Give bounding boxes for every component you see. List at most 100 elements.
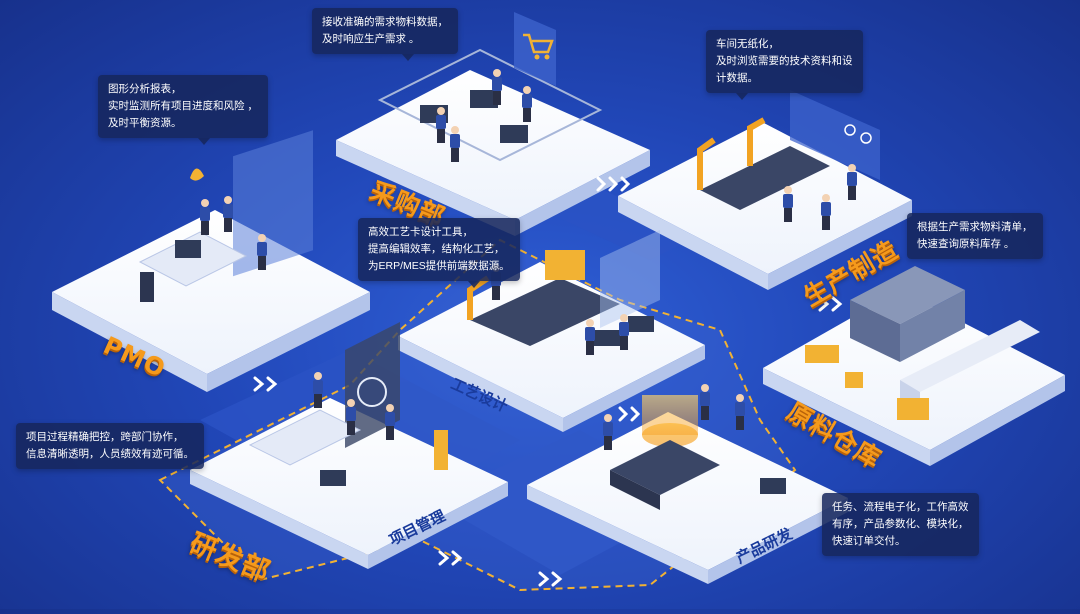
person-legs (386, 426, 394, 440)
callout-warehouse: 根据生产需求物料清单， 快速查询原料库存 。 (907, 213, 1043, 259)
callout-line: 快速订单交付。 (832, 535, 906, 547)
robot-arm-icon (467, 275, 490, 320)
person-head (620, 314, 628, 322)
person-legs (701, 406, 709, 420)
person-head (437, 107, 445, 115)
callout-pmo: 图形分析报表， 实时监测所有项目进度和风险 ， 及时平衡资源。 (98, 75, 268, 145)
person-body (700, 392, 710, 406)
person-body (313, 380, 323, 394)
shopping-cart-icon (514, 12, 556, 86)
person-body (585, 327, 595, 341)
person-head (224, 196, 232, 204)
person-legs (201, 221, 209, 235)
platform-warehouse (763, 290, 1065, 466)
platform-product-dev (527, 412, 848, 584)
monitor-icon (175, 240, 201, 258)
platform-production (618, 122, 912, 290)
person-body (619, 322, 629, 336)
person-head (784, 186, 792, 194)
person-legs (523, 108, 531, 122)
platform-process-design (398, 262, 705, 432)
callout-line: 及时浏览需要的技术资料和设 (716, 55, 853, 67)
callout-line: 高效工艺卡设计工具， (368, 226, 473, 238)
person-body (492, 77, 502, 91)
callout-line: 任务、流程电子化，工作高效 (832, 501, 969, 513)
person-body (450, 134, 460, 148)
person-head (822, 194, 830, 202)
person-legs (586, 341, 594, 355)
warehouse-props (805, 266, 1040, 420)
person-legs (784, 208, 792, 222)
product-dev-props (610, 395, 786, 510)
callout-purchasing: 接收准确的需求物料数据， 及时响应生产需求 。 (312, 8, 458, 61)
person-legs (493, 91, 501, 105)
person-legs (314, 394, 322, 408)
person-legs (224, 218, 232, 232)
callout-line: 为ERP/MES提供前端数据源。 (368, 260, 510, 272)
chevron-arrow-icon (253, 176, 843, 587)
person-head (848, 164, 856, 172)
purchasing-props (377, 12, 603, 162)
warehouse-icon (850, 266, 965, 362)
platform-purchasing (336, 70, 650, 236)
person-head (201, 199, 209, 207)
person-head (347, 399, 355, 407)
forklift-icon (845, 372, 863, 388)
person-body (847, 172, 857, 186)
person-legs (437, 129, 445, 143)
person-legs (492, 286, 500, 300)
person-legs (451, 148, 459, 162)
callout-production: 车间无纸化， 及时浏览需要的技术资料和设 计数据。 (706, 30, 863, 100)
person-head (523, 86, 531, 94)
pmo-props (138, 130, 313, 302)
truck-icon (897, 320, 1040, 420)
callout-line: 车间无纸化， (716, 38, 779, 50)
person-body (223, 204, 233, 218)
person-icon (200, 69, 857, 450)
person-body (346, 407, 356, 421)
callout-line: 根据生产需求物料清单， (917, 221, 1033, 233)
callout-product-dev: 任务、流程电子化，工作高效 有序，产品参数化、模块化， 快速订单交付。 (822, 493, 979, 556)
person-head (258, 234, 266, 242)
production-props (697, 90, 880, 210)
person-legs (258, 256, 266, 270)
person-legs (848, 186, 856, 200)
person-body (200, 207, 210, 221)
callout-line: 有序，产品参数化、模块化， (832, 518, 969, 530)
person-body (783, 194, 793, 208)
callout-project-mgmt: 项目过程精确把控，跨部门协作， 信息清晰透明，人员绩效有迹可循。 (16, 423, 204, 469)
robot-arm-icon (697, 137, 716, 190)
callout-process-design: 高效工艺卡设计工具， 提高编辑效率，结构化工艺， 为ERP/MES提供前端数据源… (358, 218, 520, 288)
truck-icon (805, 345, 839, 363)
process-design-props (467, 230, 660, 346)
person-body (735, 402, 745, 416)
person-body (522, 94, 532, 108)
person-body (603, 422, 613, 436)
callout-line: 项目过程精确把控，跨部门协作， (26, 431, 184, 443)
person-head (586, 319, 594, 327)
callout-line: 接收准确的需求物料数据， (322, 16, 448, 28)
person-legs (822, 216, 830, 230)
callout-line: 快速查询原料库存 。 (917, 238, 1015, 250)
callout-line: 提高编辑效率，结构化工艺， (368, 243, 505, 255)
callout-line: 实时监测所有项目进度和风险 ， (108, 100, 258, 112)
person-head (451, 126, 459, 134)
person-body (436, 115, 446, 129)
callout-line: 及时响应生产需求 。 (322, 33, 420, 45)
person-legs (620, 336, 628, 350)
callout-line: 图形分析报表， (108, 83, 182, 95)
person-head (386, 404, 394, 412)
person-head (736, 394, 744, 402)
person-legs (347, 421, 355, 435)
person-head (314, 372, 322, 380)
person-head (604, 414, 612, 422)
person-head (701, 384, 709, 392)
person-legs (604, 436, 612, 450)
callout-line: 计数据。 (716, 72, 758, 84)
person-legs (736, 416, 744, 430)
person-body (821, 202, 831, 216)
person-body (385, 412, 395, 426)
callout-line: 及时平衡资源。 (108, 117, 182, 129)
